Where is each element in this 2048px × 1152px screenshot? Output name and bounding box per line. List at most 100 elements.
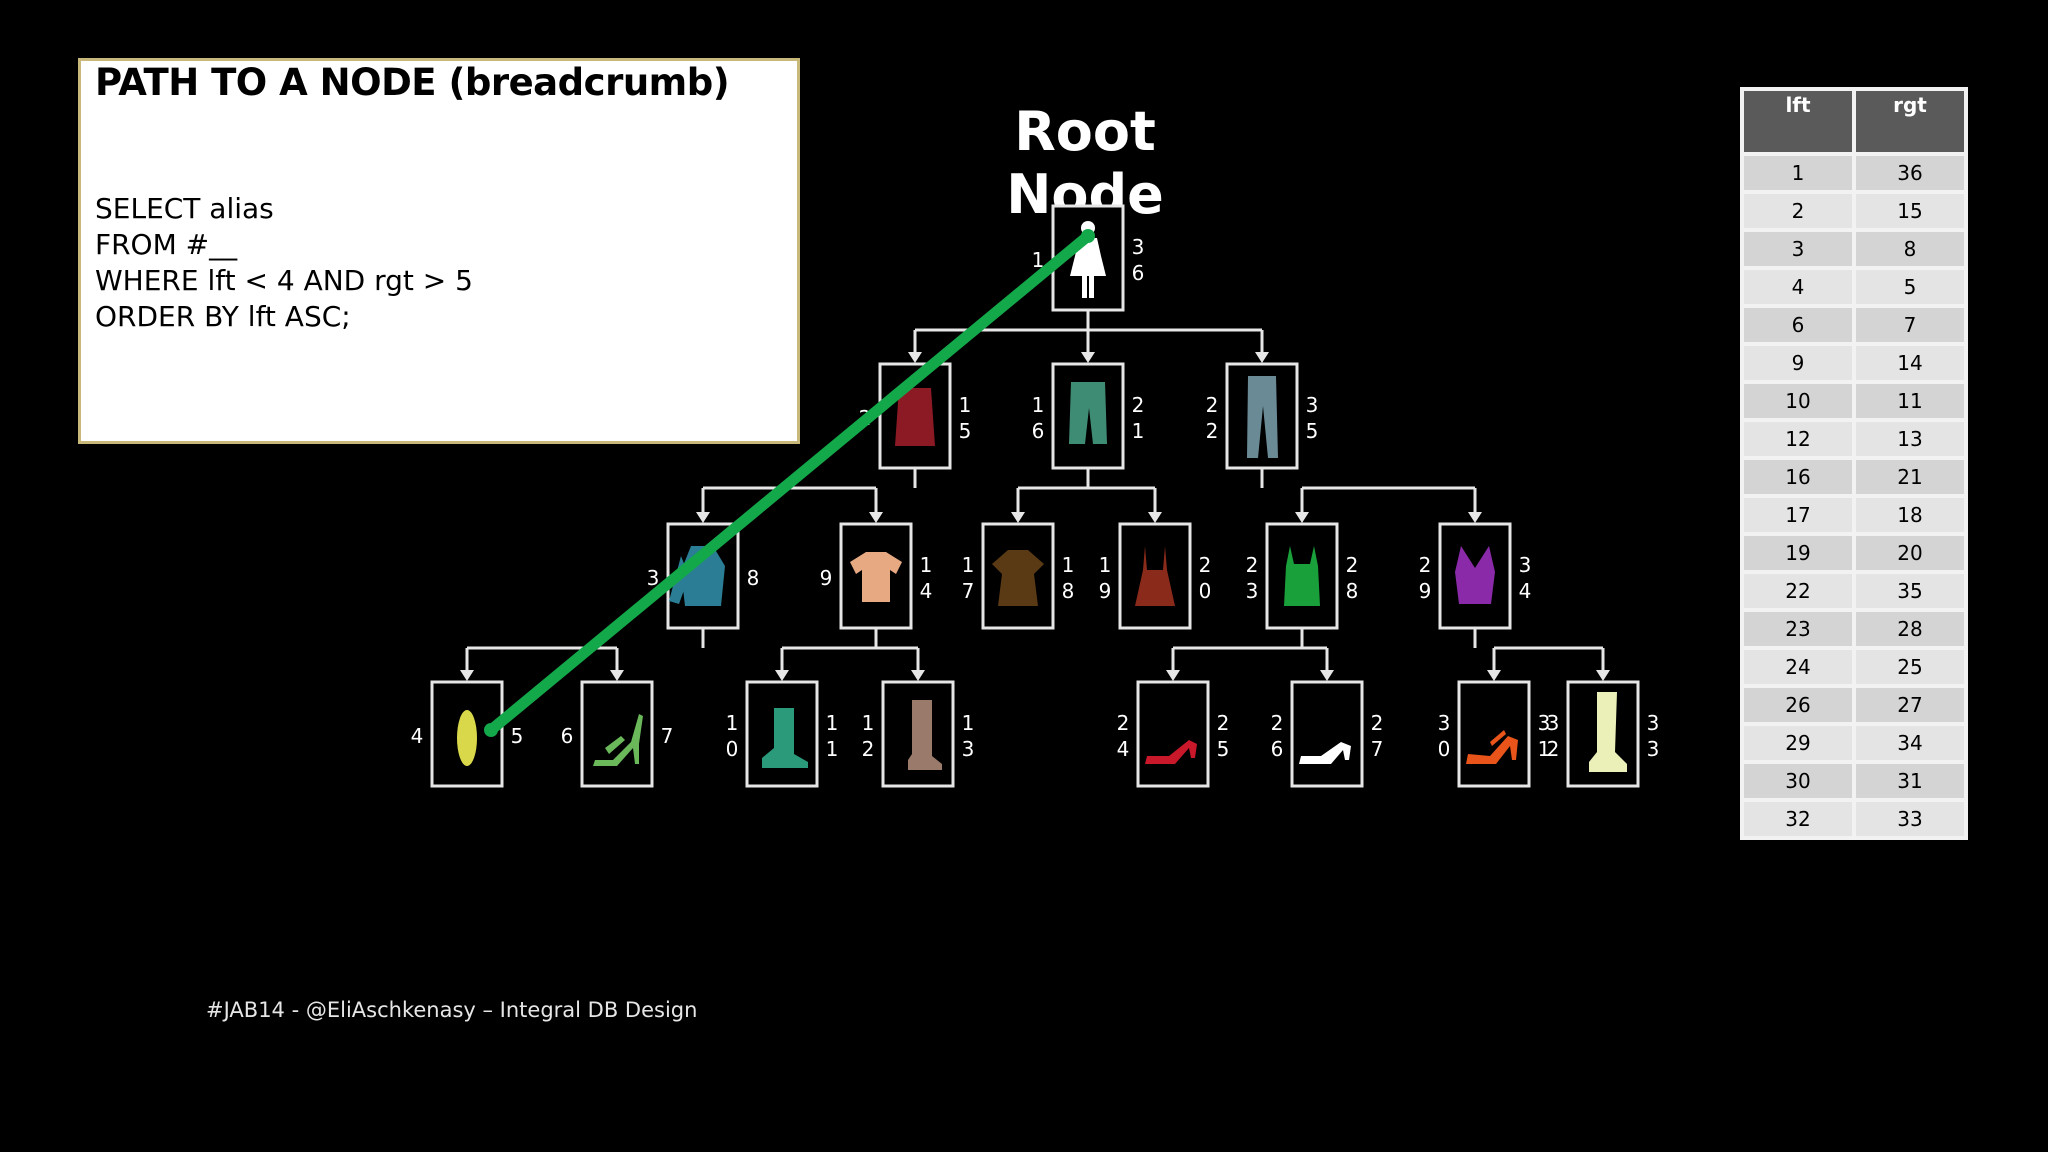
code-title: PATH TO A NODE (breadcrumb) [95, 61, 730, 104]
rgt-cell: 25 [1854, 648, 1966, 686]
lft-cell: 24 [1742, 648, 1854, 686]
boot-icon [908, 700, 942, 770]
breadcrumb-path-line [485, 230, 1094, 736]
rgt-cell: 27 [1854, 686, 1966, 724]
tshirt-icon [850, 552, 902, 602]
arrow-head [1255, 352, 1269, 363]
jeans-icon [1247, 376, 1278, 458]
node-frame [1457, 680, 1531, 788]
flip-flop-icon [457, 710, 477, 766]
arrow-head [1166, 670, 1180, 681]
sql-query: SELECT alias FROM #__ WHERE lft < 4 AND … [95, 191, 473, 335]
column-header-lft: lft [1742, 89, 1854, 154]
sql-line: ORDER BY lft ASC; [95, 300, 351, 333]
lft-cell: 2 [1742, 192, 1854, 230]
sql-line: FROM #__ [95, 228, 238, 261]
lft-cell: 4 [1742, 268, 1854, 306]
top-icon [992, 550, 1044, 606]
tank-top-icon [1284, 546, 1320, 606]
path-endpoint [484, 723, 498, 737]
camisole-icon [1135, 546, 1175, 606]
rgt-cell: 7 [1854, 306, 1966, 344]
node-frame [1290, 680, 1364, 788]
rgt-label: 5 [511, 724, 524, 748]
lft-cell: 22 [1742, 572, 1854, 610]
arrow-head [1011, 512, 1025, 523]
lft-cell: 9 [1742, 344, 1854, 382]
tall-boot-icon [1589, 692, 1627, 772]
node-frame [1136, 680, 1210, 788]
node-frame [839, 522, 913, 630]
arrow-head [1468, 512, 1482, 523]
code-box: PATH TO A NODE (breadcrumb) SELECT alias… [78, 58, 800, 444]
lft-cell: 26 [1742, 686, 1854, 724]
arrow-head [1295, 512, 1309, 523]
table-header-row: lft rgt [1742, 89, 1966, 154]
skirt-icon [895, 388, 935, 446]
arrow-head [610, 670, 624, 681]
lft-cell: 10 [1742, 382, 1854, 420]
rgt-cell: 34 [1854, 724, 1966, 762]
lft-cell: 1 [1742, 154, 1854, 192]
lft-cell: 30 [1742, 762, 1854, 800]
rgt-cell: 11 [1854, 382, 1966, 420]
heel-icon [1299, 742, 1351, 764]
arrow-head [1320, 670, 1334, 681]
rgt-cell: 31 [1854, 762, 1966, 800]
lft-cell: 17 [1742, 496, 1854, 534]
rgt-label: 7 [661, 724, 674, 748]
lft-cell: 3 [1742, 230, 1854, 268]
rgt-cell: 21 [1854, 458, 1966, 496]
tree-nodes: 1362151621223538914171819202328293445671… [411, 204, 1659, 788]
strappy-heel-icon [1466, 730, 1518, 764]
rgt-cell: 14 [1854, 344, 1966, 382]
lft-cell: 16 [1742, 458, 1854, 496]
node-frame [580, 680, 654, 788]
lft-label: 9 [820, 566, 833, 590]
node-frame [1265, 522, 1339, 630]
column-header-rgt: rgt [1854, 89, 1966, 154]
lft-cell: 19 [1742, 534, 1854, 572]
arrow-head [1148, 512, 1162, 523]
halter-top-icon [1455, 546, 1495, 604]
lft-cell: 32 [1742, 800, 1854, 838]
